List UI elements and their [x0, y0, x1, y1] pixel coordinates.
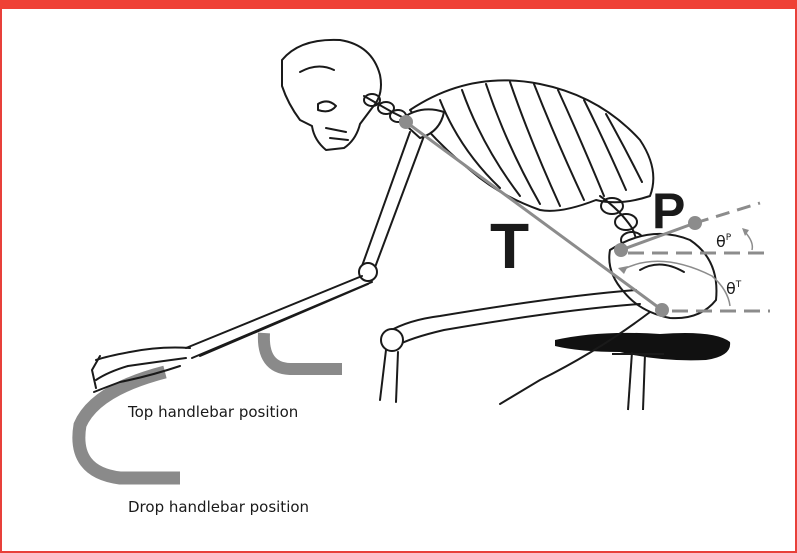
pelvis-label: P	[652, 183, 685, 239]
torso-label: T	[490, 210, 529, 282]
pelvis-rear-point	[614, 243, 628, 257]
top-handlebar-caption: Top handlebar position	[127, 403, 298, 421]
top-handlebar	[264, 333, 342, 369]
pelvis-vector-extension	[695, 203, 760, 223]
hip-point	[655, 303, 669, 317]
theta-p-arc	[745, 232, 752, 250]
shoulder-point	[399, 115, 413, 129]
drop-handlebar-caption: Drop handlebar position	[128, 498, 309, 516]
drop-handlebar	[79, 372, 180, 478]
saddle	[555, 333, 730, 410]
theta-t-label: θT	[726, 279, 742, 298]
theta-p-label: θP	[716, 232, 732, 251]
